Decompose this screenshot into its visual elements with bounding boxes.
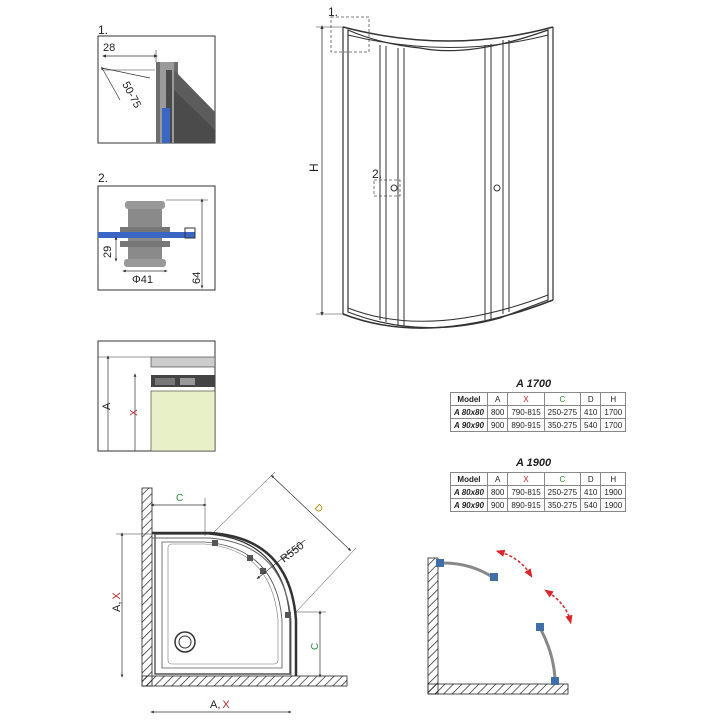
handle-right	[493, 184, 501, 192]
detail-2-callout: 2.	[98, 171, 108, 185]
plan-dim-c-side: C	[310, 643, 321, 650]
callout-2-box	[373, 179, 401, 197]
dim-28: 28	[103, 42, 115, 54]
dim-29: 29	[102, 246, 114, 258]
plan-view: C D R550 C A,X A,X	[111, 471, 357, 714]
front-elevation: 1. 2. H	[307, 5, 554, 329]
front-callout-2: 2.	[372, 167, 382, 181]
opening-diagram	[427, 549, 573, 695]
detail-1-callout: 1.	[98, 23, 108, 37]
tray-fill	[150, 390, 216, 452]
door-left-open	[439, 561, 495, 580]
spec-table-1900: Model A X C D H A 80x80 800 790-815 250-…	[450, 472, 627, 512]
plan-dim-bottom-a: A,X	[210, 699, 230, 711]
table-row: A 80x80 800 790-815 250-275 410 1700	[450, 405, 627, 419]
handle-left	[390, 184, 398, 192]
table-1-title: A 1700	[516, 378, 552, 390]
drain	[174, 631, 196, 653]
arrow-open-left	[495, 549, 533, 578]
dim-diameter: Φ41	[132, 274, 153, 286]
table-row: A 90x90 900 890-915 350-275 540 1700	[450, 418, 627, 432]
glass-line	[98, 232, 195, 238]
table-2-title: A 1900	[516, 457, 552, 469]
wall-left	[141, 487, 153, 687]
door-right-open	[538, 627, 557, 681]
section-label-a: A	[101, 402, 113, 410]
dim-64: 64	[191, 272, 203, 284]
table-row: A 90x90 900 890-915 350-275 540 1900	[450, 498, 627, 512]
plan-dim-d: D	[312, 502, 325, 515]
glass-pane	[162, 108, 170, 143]
plan-dim-c-top: C	[176, 493, 183, 504]
detail-2-handle: 2. 29 Φ41 64	[97, 171, 216, 291]
section-label-x: X	[129, 409, 140, 416]
table-header-row: Model A X C D H	[450, 472, 627, 486]
opening-wall-left	[427, 557, 439, 695]
opening-wall-bottom	[427, 683, 569, 695]
detail-1-profile: 1. 28 50-75	[97, 23, 216, 144]
callout-1-box	[330, 16, 370, 53]
plan-dim-radius: R550	[278, 540, 306, 566]
table-header-row: Model A X C D H	[450, 392, 627, 406]
plan-dim-left-a: A,X	[111, 592, 123, 612]
wall-bottom	[141, 675, 348, 687]
dim-50-75: 50-75	[119, 80, 143, 110]
table-row: A 80x80 800 790-815 250-275 410 1900	[450, 485, 627, 499]
front-callout-1: 1.	[328, 5, 338, 19]
arrow-open-right	[544, 589, 573, 625]
tray-section-detail: A X	[97, 340, 216, 452]
spec-table-1700: Model A X C D H A 80x80 800 790-815 250-…	[450, 392, 627, 432]
height-label: H	[307, 163, 321, 172]
